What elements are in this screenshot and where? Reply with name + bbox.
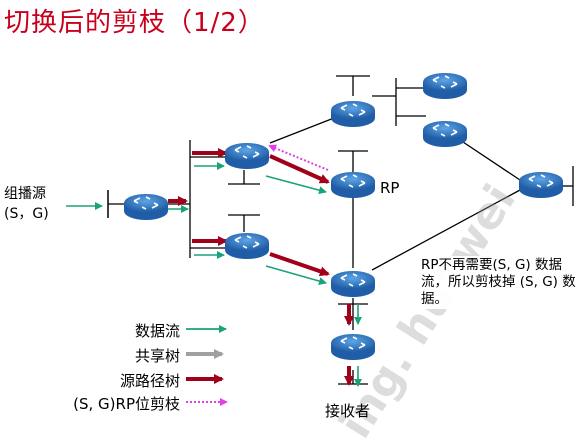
legend-arrows [186, 325, 228, 406]
prune-note: RP不再需要(S, G) 数据流，所以剪枝掉 (S, G) 数据。 [419, 256, 576, 309]
router-top-right-2 [423, 121, 467, 147]
legend-source-tree: 源路径树 [119, 372, 180, 390]
legend-prune: (S, G)RP位剪枝 [73, 395, 180, 413]
router-upper-left [225, 143, 269, 169]
router-lower-left [225, 233, 269, 259]
router-rp [331, 172, 375, 198]
router-far-right [519, 172, 563, 198]
rp-label: RP [380, 179, 400, 197]
source-label: 组播源 [4, 186, 46, 202]
router-receiver [331, 334, 375, 360]
router-source [124, 194, 168, 220]
page-title: 切换后的剪枝（1/2） [4, 8, 265, 38]
legend-data-flow: 数据流 [134, 322, 180, 340]
source-tree-arrows [168, 148, 354, 386]
data-flow-arrows [66, 162, 362, 387]
source-sg-label: (S，G) [4, 206, 49, 222]
router-center-bottom [331, 271, 375, 297]
legend-shared-tree: 共享树 [134, 347, 180, 365]
prune-arrow [268, 144, 329, 171]
receiver-label: 接收者 [325, 402, 371, 420]
router-top [331, 101, 375, 127]
router-top-right-1 [423, 73, 467, 99]
network-diagram [66, 73, 574, 406]
